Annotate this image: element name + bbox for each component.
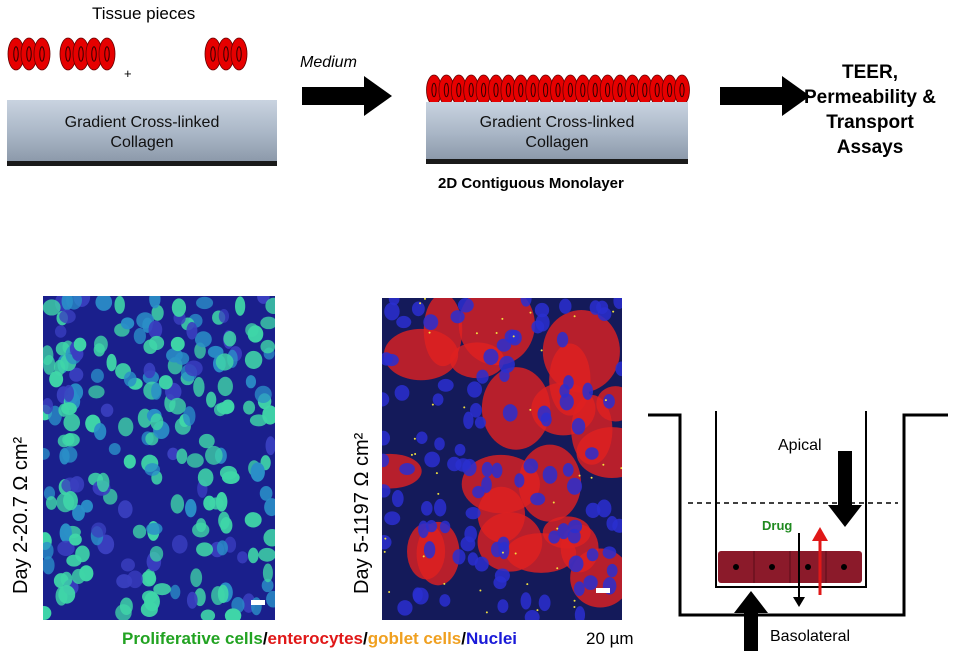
monolayer-cells <box>426 74 690 106</box>
arrow-right-icon <box>720 76 810 116</box>
micrograph-day5 <box>382 298 622 620</box>
monolayer-cells-group <box>426 74 690 106</box>
legend-slash: / <box>362 629 368 648</box>
monolayer-caption: 2D Contiguous Monolayer <box>438 175 624 192</box>
basolateral-arrow-icon <box>734 591 768 651</box>
legend-proliferative: Proliferative cells <box>122 629 263 648</box>
assay-line: Transport <box>826 112 914 133</box>
day2-teer-label: Day 2-20.7 Ω cm² <box>10 436 32 594</box>
scale-label: 20 µm <box>586 629 634 648</box>
drug-label: Drug <box>762 518 793 533</box>
legend-nuclei: Nuclei <box>465 629 518 648</box>
medium-label: Medium <box>300 54 357 71</box>
assays-label: TEER, Permeability & Transport Assays <box>800 60 940 160</box>
legend-enterocytes: enterocytes <box>267 629 363 648</box>
collagen-slab-line1: Gradient Cross-linked <box>479 114 635 131</box>
arrow-right-icon <box>302 76 392 116</box>
stain-legend: Proliferative cells/enterocytes/goblet c… <box>122 629 517 649</box>
apical-label: Apical <box>778 437 822 454</box>
tissue-cells <box>7 37 248 71</box>
collagen-slab-right: Gradient Cross-linked Collagen <box>426 102 688 164</box>
collagen-slab-left: Gradient Cross-linked Collagen <box>7 100 277 166</box>
collagen-slab-line2: Collagen <box>110 134 174 151</box>
micrograph-image <box>43 296 275 620</box>
outer-well <box>648 413 948 617</box>
cell-monolayer <box>718 551 862 583</box>
plus-sign: + <box>124 66 132 81</box>
assay-line: TEER, <box>842 62 898 83</box>
collagen-slab-line1: Gradient Cross-linked <box>64 114 220 131</box>
micrograph-image <box>382 298 622 620</box>
legend-goblet: goblet cells <box>367 629 462 648</box>
tissue-pieces-group <box>7 37 248 71</box>
micrograph-day2 <box>43 296 275 620</box>
transwell-diagram <box>648 411 948 651</box>
legend-slash: / <box>262 629 268 648</box>
assay-line: Permeability & <box>804 87 936 108</box>
legend-slash: / <box>461 629 466 648</box>
basolateral-label: Basolateral <box>770 628 851 645</box>
apical-arrow-icon <box>828 451 862 527</box>
collagen-slab-line2: Collagen <box>525 134 589 151</box>
scale-bar <box>596 588 610 593</box>
assay-line: Assays <box>836 137 904 158</box>
scale-bar <box>251 600 265 605</box>
tissue-pieces-label: Tissue pieces <box>92 4 196 23</box>
day5-teer-label: Day 5-1197 Ω cm² <box>351 432 373 594</box>
transwell-insert <box>715 411 867 588</box>
